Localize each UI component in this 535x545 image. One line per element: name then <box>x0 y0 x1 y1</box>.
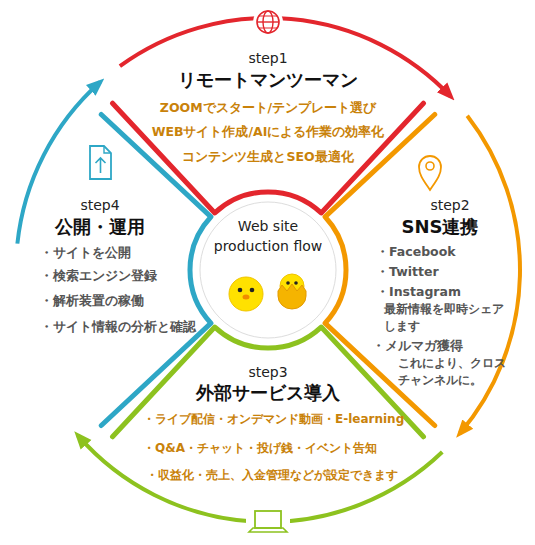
step-item: ・Q&A・チャット・投げ銭・イベント告知 <box>143 440 443 457</box>
globe-icon <box>253 7 283 37</box>
step-label: step4 <box>50 196 150 214</box>
step-item: コンテンツ生成とSEO最適化 <box>118 148 418 165</box>
center-circle <box>200 202 336 338</box>
step-label: step2 <box>400 196 500 214</box>
step-label: step3 <box>168 363 368 381</box>
step-item: ・収益化・売上、入金管理などが設定できます <box>146 467 436 484</box>
step-item: ・Facebook <box>376 243 526 260</box>
step-item: ・解析装置の稼働 <box>40 292 210 309</box>
step-item: ・メルマガ獲得 <box>372 337 522 354</box>
step-title: リモートマンツーマン <box>118 69 418 91</box>
step-item: ・サイトを公開 <box>40 244 210 261</box>
step-item: ZOOMでスタート/テンプレート選び <box>118 99 418 116</box>
node-outline <box>30 96 214 436</box>
hub-circle: Web site production flow <box>198 200 338 340</box>
step-item: ・サイト情報の分析と確認 <box>40 318 210 335</box>
step-item: これにより、クロスチャンネルに。 <box>398 355 510 389</box>
step-quadrant: step4 公開・運用・サイトを公開・検索エンジン登録・解析装置の稼働・サイト情報… <box>30 96 214 436</box>
step-label: step1 <box>168 49 368 67</box>
step-title: 公開・運用 <box>40 216 160 238</box>
flow-arrow <box>78 435 442 522</box>
step-item: WEBサイト作成/AIによる作業の効率化 <box>118 123 418 140</box>
step-item: ・検索エンジン登録 <box>40 267 210 284</box>
quadrant-outline <box>113 103 424 213</box>
center-label: Web site production flow <box>208 216 328 256</box>
step-item: ・Twitter <box>376 263 526 280</box>
step-item: ・ライブ配信・オンデマンド動画・E-learning <box>143 411 443 428</box>
step-title: 外部サービス導入 <box>118 382 418 404</box>
step-quadrant: step2SNS連携・Facebook ・Twitter ・Instagram最新情… <box>322 96 535 436</box>
step-item: 最新情報を即時シェアします <box>384 301 508 335</box>
document-upload-icon <box>90 146 111 179</box>
laptop-icon <box>246 508 290 538</box>
location-pin-icon <box>419 156 441 190</box>
step-title: SNS連携 <box>380 216 500 238</box>
step-quadrant: step1 リモートマンツーマン ZOOMでスタート/テンプレート選び WEBサイト作… <box>100 14 436 210</box>
step-quadrant: step3外部サービス導入・ライブ配信・オンデマンド動画・E-learning ・… <box>76 320 460 525</box>
step-item: ・Instagram <box>376 283 526 300</box>
